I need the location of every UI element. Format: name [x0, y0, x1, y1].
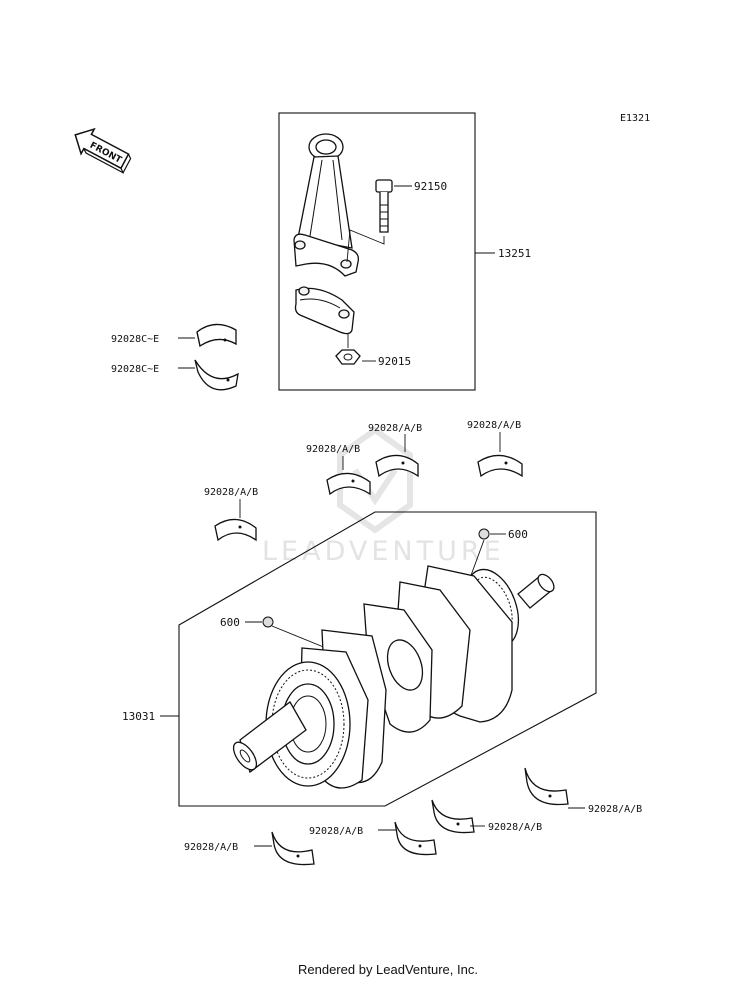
front-arrow-icon: FRONT	[74, 127, 132, 175]
label-bearing-b: 92028/A/B	[306, 444, 360, 455]
crankshaft-frame	[178, 511, 597, 807]
label-bearing-d: 92028/A/B	[467, 420, 521, 431]
main-bearing-a	[214, 518, 257, 542]
connecting-rod	[293, 133, 360, 335]
connecting-rod-frame	[278, 112, 476, 391]
main-bearing-g	[394, 821, 437, 856]
main-bearing-c	[375, 454, 419, 478]
main-bearing-h	[271, 831, 315, 866]
label-92028c-e-lower: 92028C~E	[111, 364, 159, 375]
label-bearing-g: 92028/A/B	[309, 826, 363, 837]
rod-bearing-lower	[194, 359, 239, 391]
rod-bolt	[346, 179, 393, 263]
watermark-text: LEADVENTURE	[262, 536, 505, 567]
label-600-right: 600	[508, 528, 528, 541]
label-13251: 13251	[498, 247, 531, 260]
main-bearing-d	[477, 454, 523, 478]
main-bearing-e	[524, 767, 569, 806]
label-92028c-e-upper: 92028C~E	[111, 334, 159, 345]
label-600-left: 600	[220, 616, 240, 629]
main-bearing-f	[431, 799, 475, 834]
label-bearing-a: 92028/A/B	[204, 487, 258, 498]
label-bearing-f: 92028/A/B	[488, 822, 542, 833]
label-bearing-c: 92028/A/B	[368, 423, 422, 434]
label-13031: 13031	[122, 710, 155, 723]
label-92150: 92150	[414, 180, 447, 193]
rod-bearing-upper	[196, 323, 237, 348]
main-bearing-b	[326, 472, 371, 496]
rod-nut	[335, 333, 361, 365]
oil-marker-right	[478, 528, 490, 540]
diagram-code: E1321	[620, 113, 650, 124]
label-bearing-h: 92028/A/B	[184, 842, 238, 853]
label-bearing-e: 92028/A/B	[588, 804, 642, 815]
label-92015: 92015	[378, 355, 411, 368]
leadventure-watermark: LEADVENTURE	[262, 426, 505, 567]
footer-credit: Rendered by LeadVenture, Inc.	[298, 962, 478, 977]
oil-marker-left	[262, 616, 274, 628]
crankshaft	[232, 565, 555, 789]
